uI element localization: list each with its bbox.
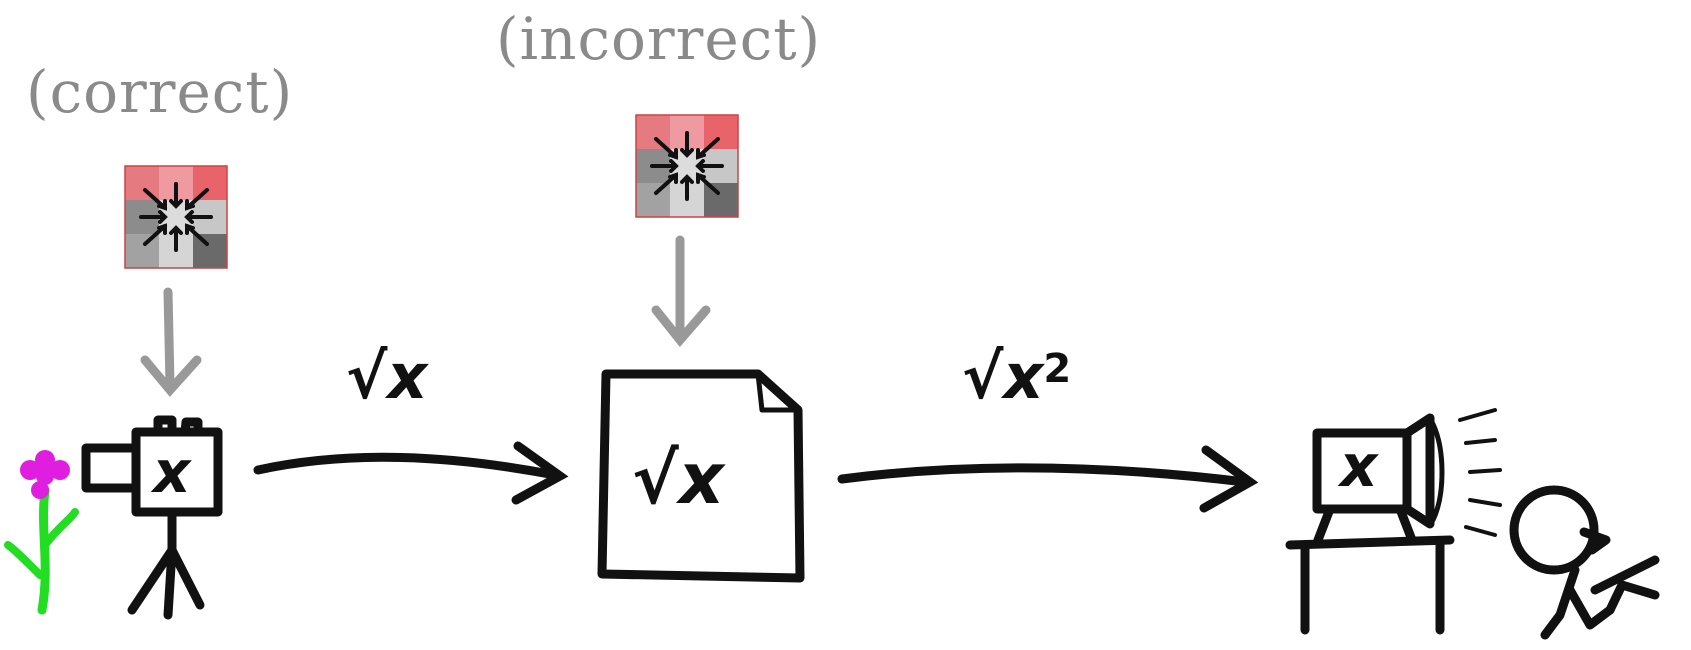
blend-swatch-incorrect-icon (634, 113, 740, 219)
gray-down-arrow-middle (651, 235, 711, 348)
camera-icon (81, 415, 223, 620)
screen-glow-rays (1458, 408, 1502, 537)
file-icon (597, 369, 805, 583)
decode-formula-base: √x (962, 340, 1044, 413)
file-formula: √x (632, 438, 724, 520)
viewer-icon (1509, 485, 1660, 640)
monitor-content-label: x (1340, 432, 1378, 500)
encode-formula: √x (346, 340, 428, 413)
file-content-label: √x (632, 438, 724, 520)
caption-incorrect: (incorrect) (496, 5, 822, 73)
gray-down-arrow-left (140, 287, 202, 397)
camera-content-label: x (153, 438, 191, 506)
decode-formula-exponent: 2 (1043, 345, 1072, 392)
flower-icon (4, 450, 79, 615)
blend-swatch-correct-icon (123, 164, 229, 270)
monitor-icon (1285, 413, 1455, 635)
decode-arrow (837, 445, 1259, 513)
caption-correct: (correct) (26, 58, 294, 126)
encode-label: √x (346, 340, 427, 413)
encode-arrow (253, 441, 569, 505)
decode-label: √x2 (962, 340, 1071, 413)
